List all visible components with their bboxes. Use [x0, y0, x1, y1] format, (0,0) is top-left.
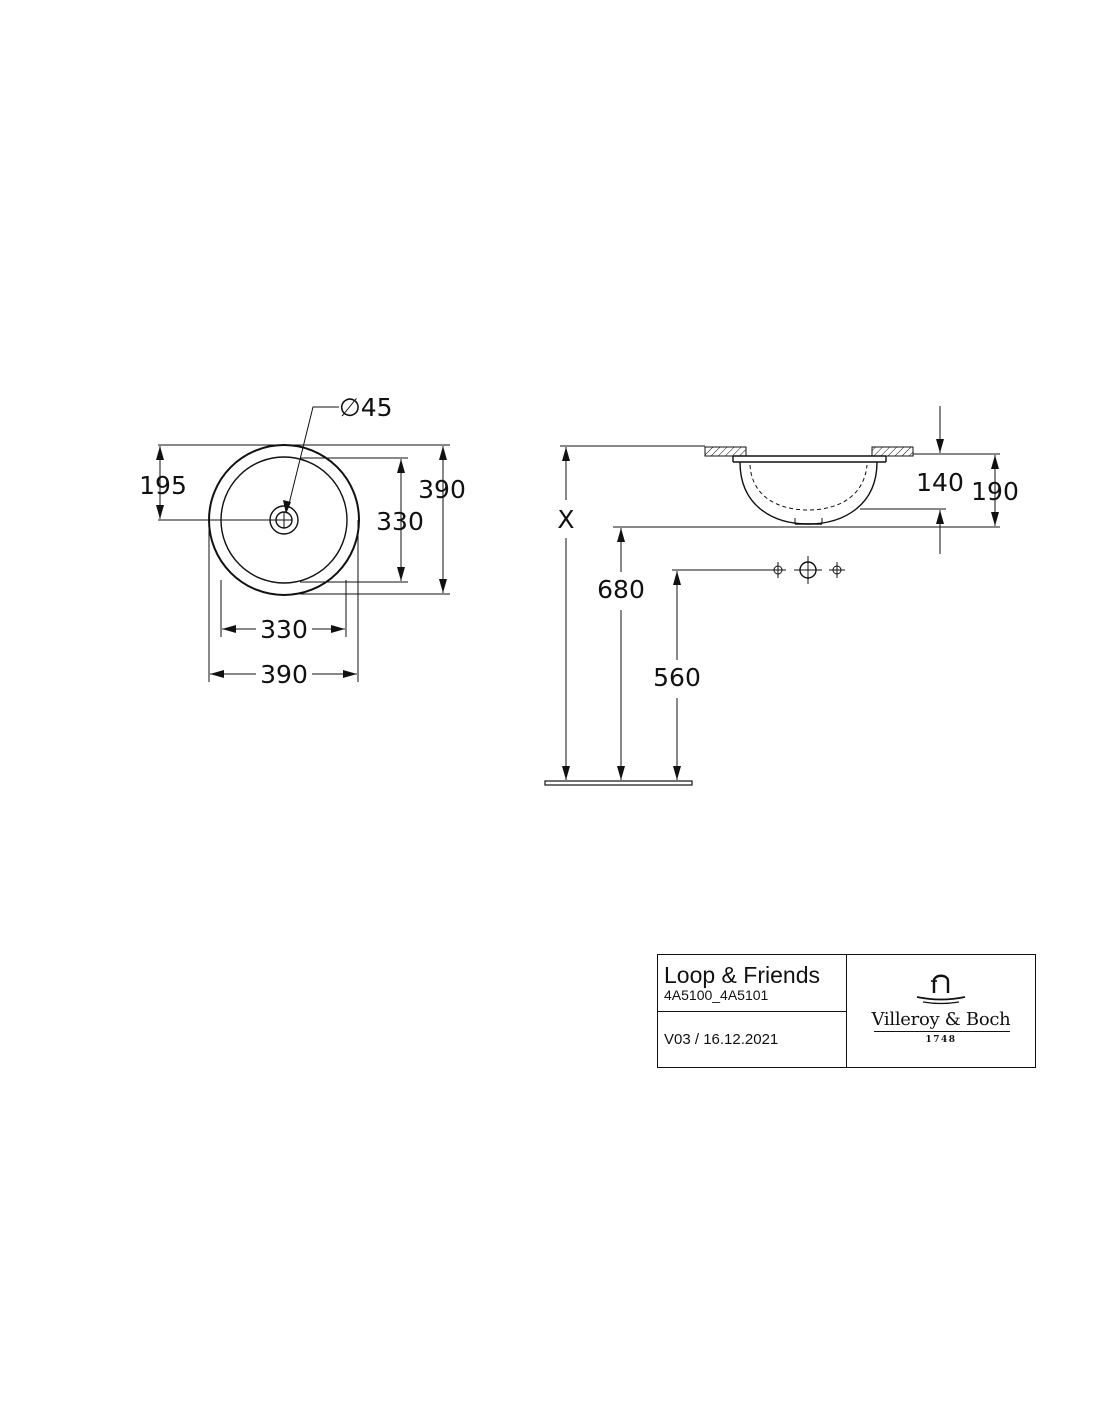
title-block: Loop & Friends 4A5100_4A5101 V03 / 16.12…: [657, 954, 1036, 1068]
version-date: V03 / 16.12.2021: [664, 1031, 779, 1048]
brand-underline: [874, 1031, 1010, 1032]
dim-390-width-label: 390: [260, 660, 308, 689]
dim-560-label: 560: [653, 663, 701, 692]
dim-195-label: 195: [139, 471, 187, 500]
dim-195: 195: [139, 446, 187, 519]
dim-390-height-label: 390: [418, 475, 466, 504]
dim-330-width-label: 330: [260, 615, 308, 644]
dim-330-height: 330: [376, 459, 424, 581]
brand-name: Villeroy & Boch: [871, 1009, 1011, 1030]
product-name: Loop & Friends: [664, 962, 820, 988]
dim-330-height-label: 330: [376, 507, 424, 536]
dim-330-width: 330: [222, 615, 345, 644]
article-numbers: 4A5100_4A5101: [664, 987, 769, 1003]
top-view: ∅45 195 390 330: [139, 393, 466, 689]
dim-x-label: X: [557, 505, 574, 534]
side-view: X 680 560 140: [544, 406, 1019, 786]
title-block-info: Loop & Friends 4A5100_4A5101 V03 / 16.12…: [658, 955, 847, 1067]
floor-line: [544, 780, 693, 786]
basin-profile: [732, 455, 887, 525]
dim-140: 140: [916, 406, 964, 554]
title-block-product: Loop & Friends 4A5100_4A5101: [658, 955, 846, 1012]
dim-680: 680: [597, 528, 645, 780]
dim-680-label: 680: [597, 575, 645, 604]
dim-190: 190: [971, 455, 1019, 526]
faucet-logo-icon: [916, 974, 966, 1005]
brand-logo: Villeroy & Boch 1748: [847, 955, 1035, 1067]
dim-140-label: 140: [916, 468, 964, 497]
dim-390-height: 390: [418, 446, 466, 593]
dim-190-label: 190: [971, 477, 1019, 506]
dim-390-width: 390: [210, 660, 357, 689]
countertop-left: [704, 446, 747, 457]
dim-x: X: [557, 447, 575, 780]
drain-diameter-label: ∅45: [339, 393, 393, 422]
countertop-right: [871, 446, 914, 457]
tap-holes: [770, 556, 845, 584]
dim-560: 560: [653, 571, 701, 780]
drain-diameter-callout: ∅45: [283, 393, 393, 514]
brand-year: 1748: [925, 1035, 957, 1045]
